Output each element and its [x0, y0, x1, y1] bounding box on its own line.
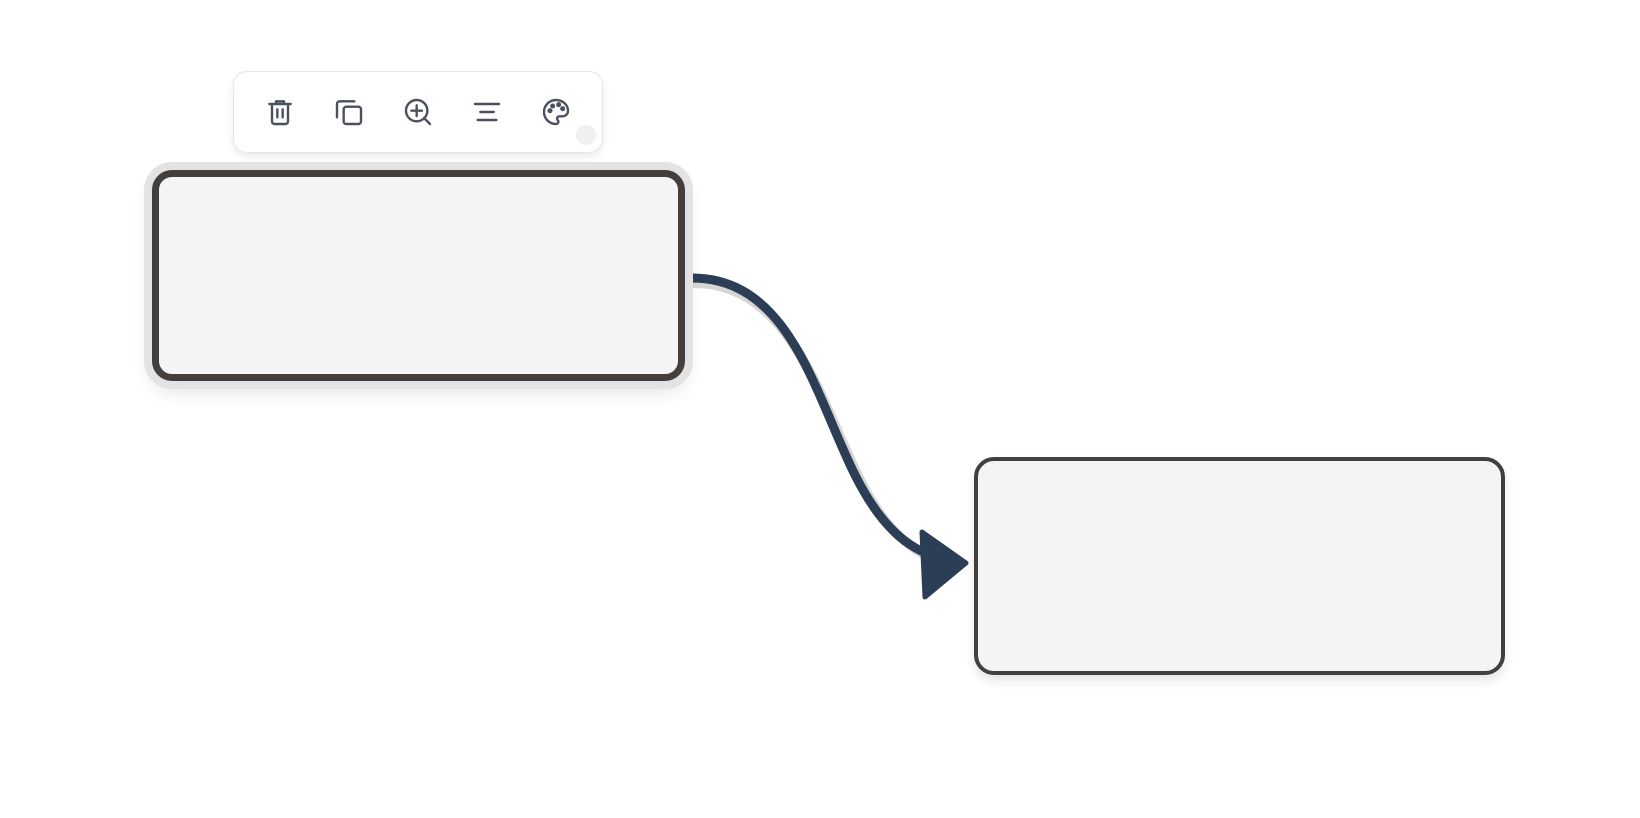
palette-icon	[542, 98, 569, 126]
copy-icon	[335, 100, 363, 126]
duplicate-button[interactable]	[327, 90, 371, 134]
zoom-button[interactable]	[396, 90, 440, 134]
zoom-in-icon	[404, 98, 432, 126]
edge-shadow	[689, 278, 955, 570]
align-button[interactable]	[465, 90, 509, 134]
edge-connector[interactable]	[687, 273, 950, 565]
arrowhead-icon	[919, 529, 969, 600]
color-button[interactable]	[534, 90, 578, 134]
trash-icon	[268, 100, 293, 126]
node-1-selected[interactable]	[152, 170, 685, 381]
toolbar-handle	[576, 125, 596, 145]
node-2[interactable]	[974, 457, 1505, 675]
align-center-icon	[473, 102, 500, 122]
delete-button[interactable]	[258, 90, 302, 134]
node-toolbar	[233, 71, 603, 153]
